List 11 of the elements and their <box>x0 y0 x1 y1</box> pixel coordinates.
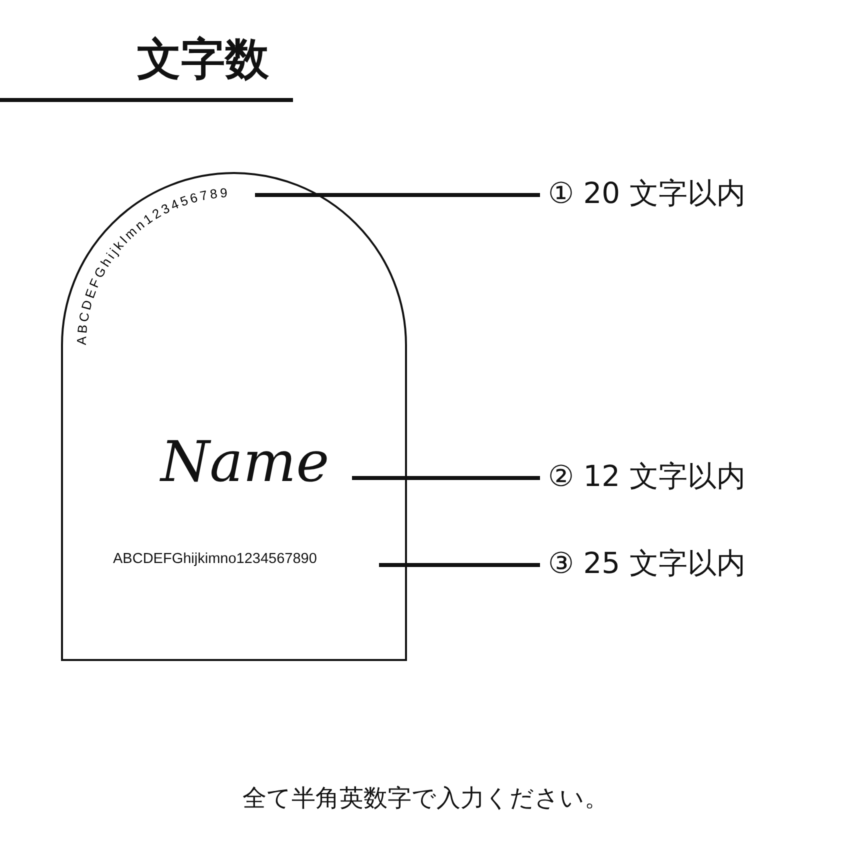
script-name-text: Name <box>140 418 350 508</box>
sample-text: ABCDEFGhijkimno1234567890 <box>113 548 375 570</box>
leader-line <box>255 193 540 197</box>
callout-label: ③ 25 文字以内 <box>548 546 746 581</box>
callout-label: ② 12 文字以内 <box>548 459 746 494</box>
caption: 全て半角英数字で入力ください。 <box>242 783 610 814</box>
callout-label: ① 20 文字以内 <box>548 176 746 211</box>
title: 文字数 <box>137 33 269 87</box>
leader-line <box>379 563 540 567</box>
leader-line <box>352 476 540 480</box>
arch-plate <box>61 172 407 661</box>
